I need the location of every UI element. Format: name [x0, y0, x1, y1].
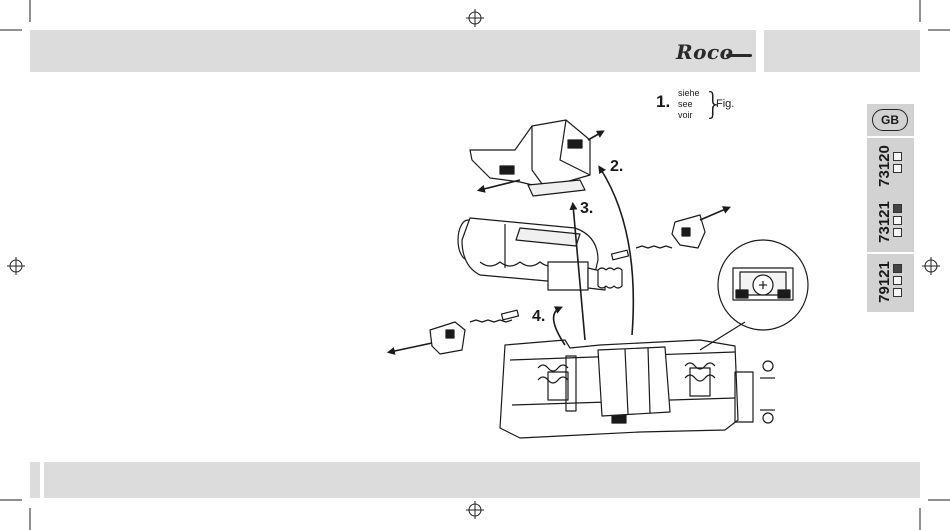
arrow-cover-right [588, 132, 602, 140]
detail-magnifier [700, 240, 808, 350]
worm-gear [598, 268, 622, 288]
top-cover [470, 120, 590, 196]
arrow-cover-left [480, 180, 520, 190]
motor [458, 218, 622, 290]
step-label-4: 4. [532, 308, 545, 326]
arrow-coupling-left [390, 343, 432, 352]
arrow-coupling-right [700, 208, 728, 220]
step-label-2: 2. [610, 158, 623, 176]
arrow-step-4 [554, 308, 565, 345]
step-label-3: 3. [580, 200, 593, 218]
arrow-step-2 [600, 168, 633, 335]
right-shaft-coupling [612, 215, 705, 260]
